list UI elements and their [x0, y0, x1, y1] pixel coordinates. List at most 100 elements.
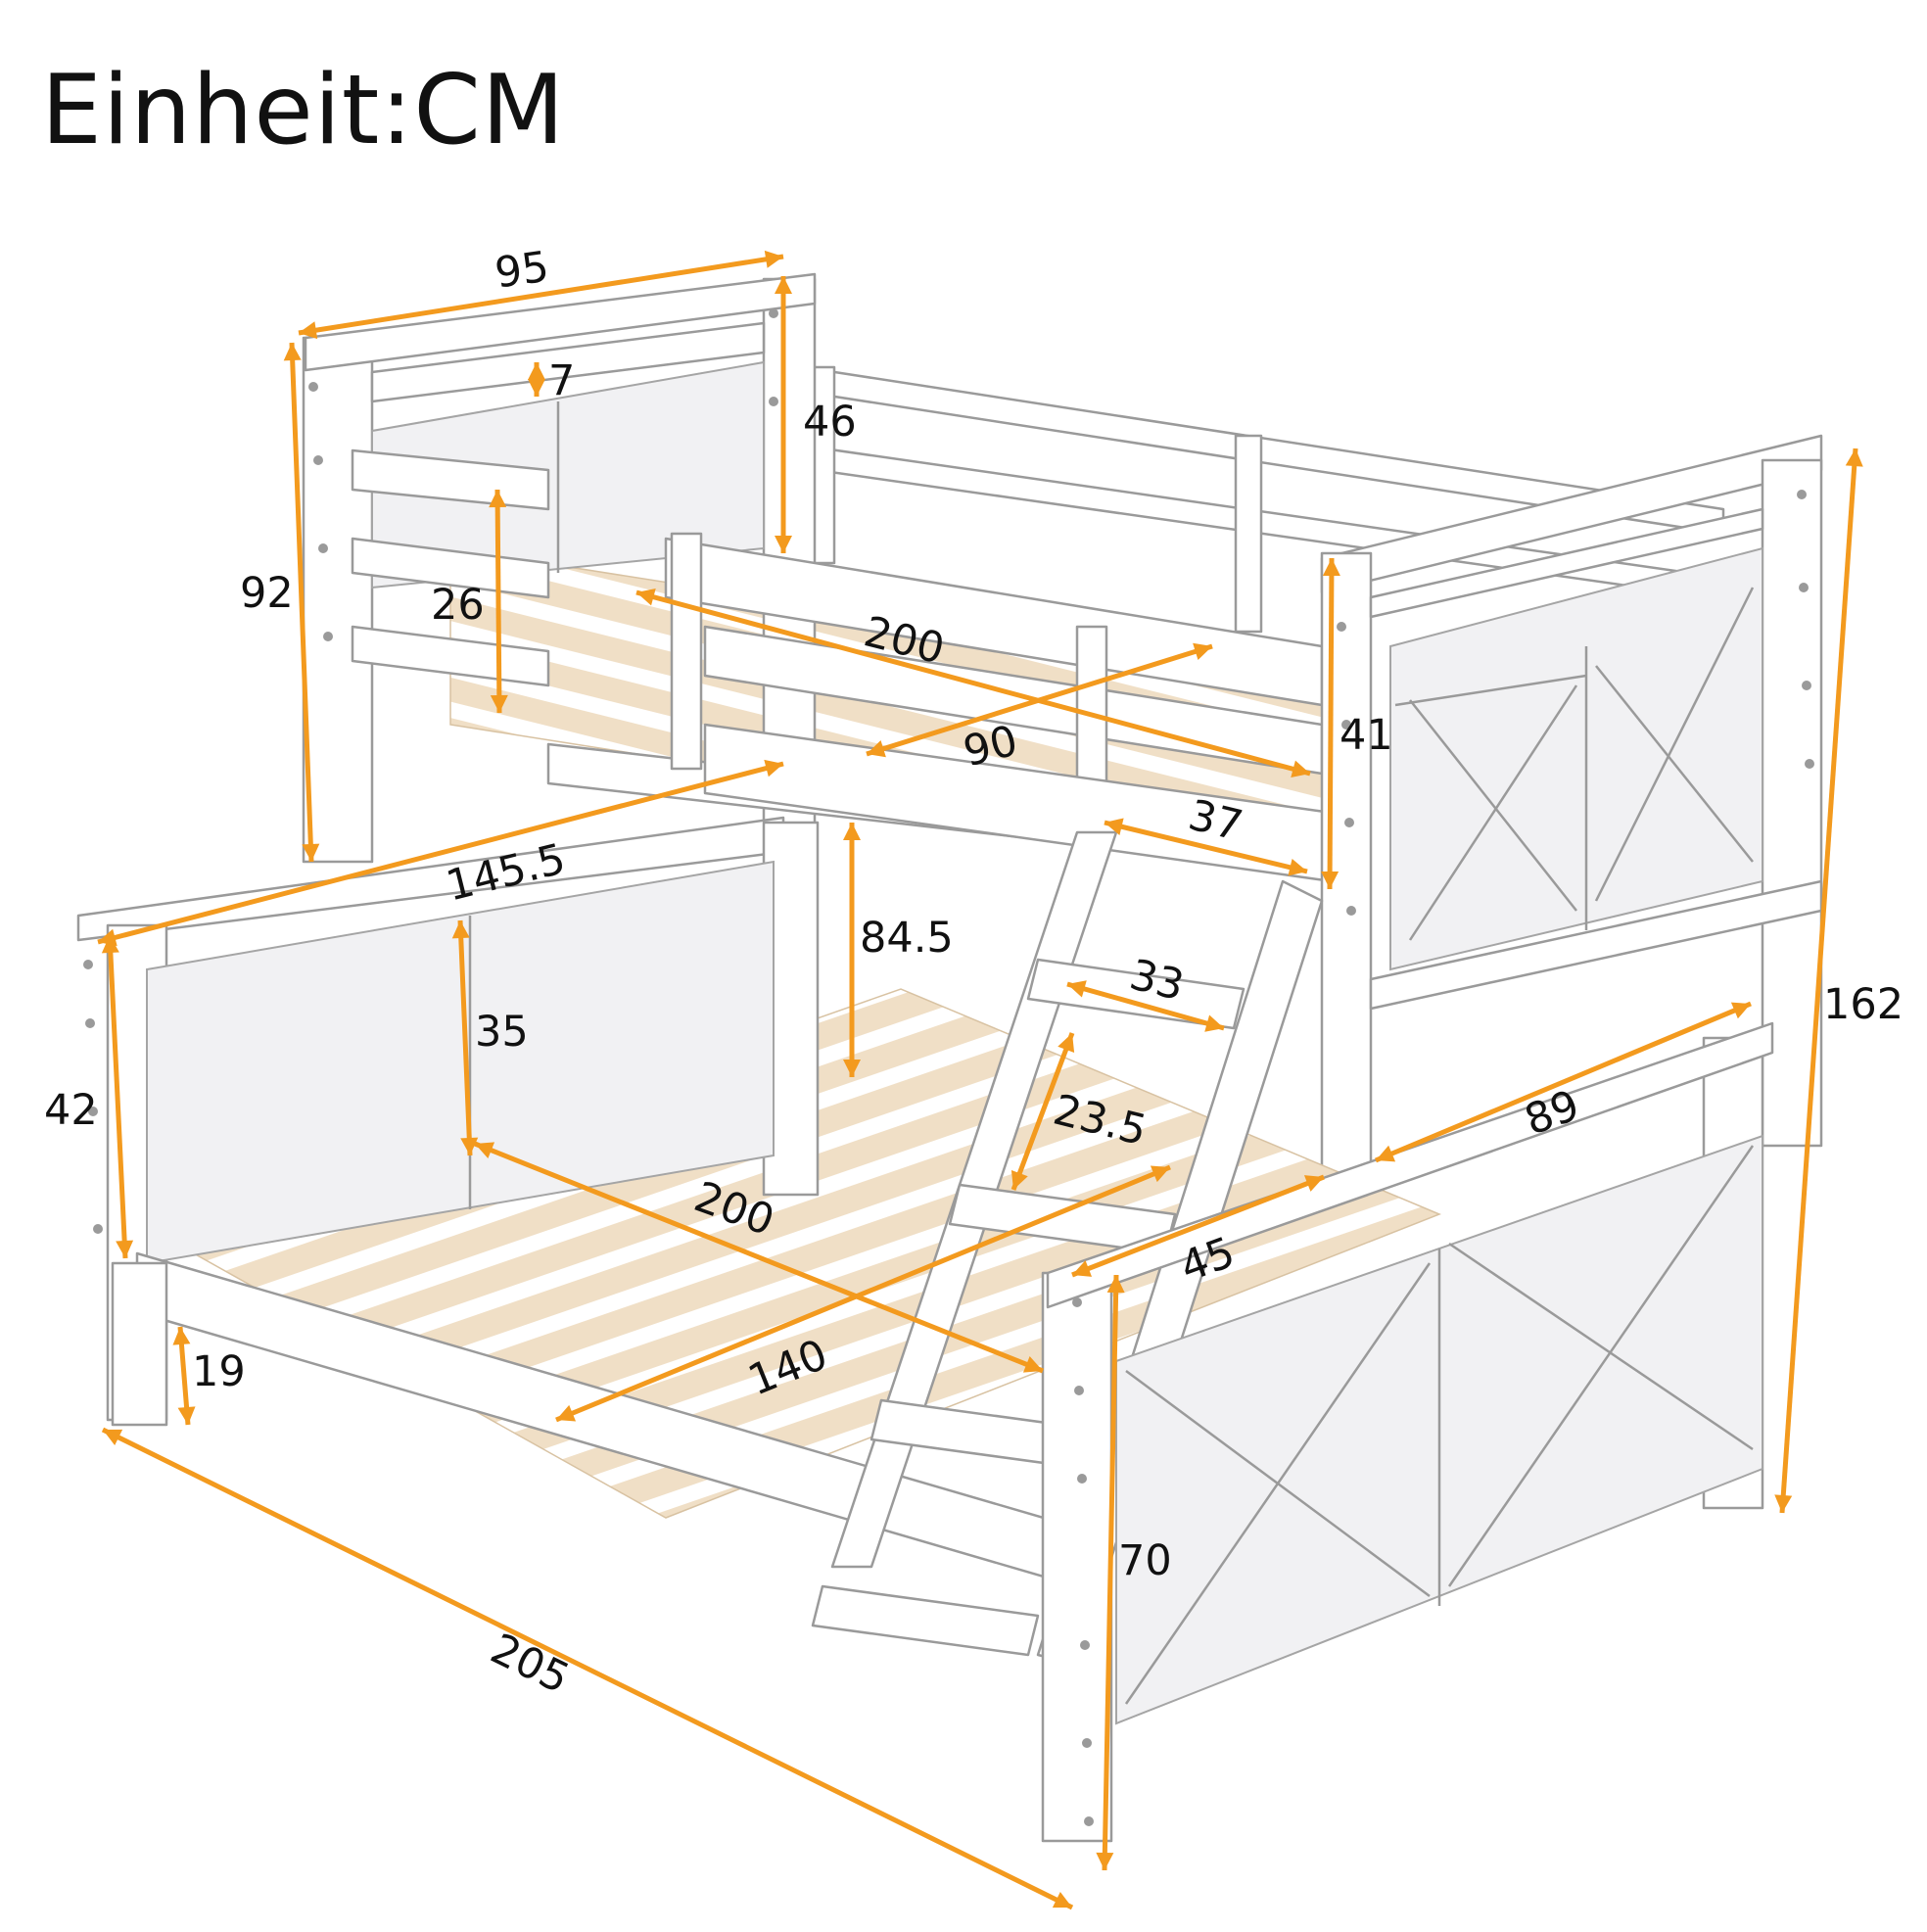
- dim-92: [283, 342, 320, 863]
- dim-35: [451, 919, 479, 1156]
- dim-7: [528, 362, 545, 397]
- label-19: 19: [192, 1347, 246, 1396]
- label-205: 205: [483, 1625, 577, 1704]
- arrow-head-end: [764, 759, 783, 778]
- arrow-line: [866, 643, 1213, 757]
- arrow-line: [107, 934, 128, 1259]
- arrow-head-end: [1022, 1355, 1043, 1373]
- label-46: 46: [803, 398, 857, 447]
- arrow-head-end: [490, 694, 508, 713]
- dimension-annotations: [97, 250, 1863, 1910]
- arrow-head-start: [283, 343, 302, 361]
- arrow-head-end: [1052, 1891, 1072, 1908]
- arrow-head-start: [556, 1404, 577, 1422]
- arrow-head-start: [528, 362, 545, 380]
- arrow-head-start: [775, 276, 792, 294]
- arrow-line: [97, 761, 784, 945]
- label-42: 42: [44, 1086, 98, 1135]
- arrow-head-start: [172, 1327, 191, 1345]
- arrow-head-start: [299, 321, 318, 340]
- arrow-head-end: [1321, 871, 1340, 889]
- arrow-line: [298, 254, 784, 336]
- dim-26: [489, 489, 508, 714]
- label-162: 162: [1823, 980, 1904, 1029]
- label-7: 7: [548, 356, 575, 405]
- dim-23-5: [1010, 1032, 1075, 1191]
- arrow-head-start: [1322, 558, 1340, 577]
- arrow-line: [1066, 981, 1225, 1031]
- arrow-line: [289, 342, 314, 863]
- dim-95: [298, 250, 784, 340]
- arrow-line: [101, 1427, 1074, 1910]
- dim-37: [1104, 818, 1308, 876]
- arrow-head-end: [1774, 1494, 1793, 1513]
- arrow-head-end: [1204, 1014, 1224, 1032]
- arrow-head-end: [1150, 1165, 1170, 1183]
- label-95: 95: [492, 243, 551, 299]
- arrow-line: [555, 1164, 1171, 1423]
- arrow-head-start: [1106, 1275, 1125, 1294]
- arrow-line: [635, 589, 1311, 777]
- unit-title: Einheit:CM: [41, 55, 566, 166]
- dim-45: [1071, 1174, 1325, 1278]
- arrow-head-start: [1376, 1145, 1396, 1162]
- label-35: 35: [475, 1008, 529, 1057]
- dim-46: [775, 276, 792, 553]
- arrow-line: [1779, 448, 1858, 1514]
- arrow-line: [1375, 1001, 1752, 1163]
- arrow-head-start: [1845, 448, 1863, 467]
- bunk-bed-illustration: [76, 272, 1823, 1843]
- arrow-head-start: [451, 920, 470, 939]
- dim-200-lower: [474, 1141, 1044, 1374]
- arrow-head-end: [843, 1060, 861, 1077]
- dim-89: [1375, 1001, 1752, 1163]
- arrow-head-end: [1096, 1852, 1114, 1870]
- dim-84-5: [843, 823, 861, 1077]
- arrow-head-end: [764, 250, 783, 268]
- arrow-head-end: [1730, 1002, 1751, 1019]
- dim-200-upper: [635, 588, 1311, 778]
- upper-footboard: [1320, 434, 1823, 1182]
- arrow-head-end: [116, 1240, 134, 1258]
- dim-162: [1774, 448, 1863, 1514]
- dim-140: [555, 1164, 1171, 1423]
- arrow-head-start: [1058, 1033, 1075, 1054]
- arrow-line: [457, 919, 473, 1156]
- arrow-head-start: [1072, 1260, 1093, 1277]
- arrow-head-end: [1303, 1175, 1324, 1192]
- label-92: 92: [240, 569, 294, 618]
- dim-90: [866, 642, 1213, 758]
- arrow-head-end: [528, 379, 545, 397]
- lower-headboard: [76, 816, 1079, 1588]
- upper-back-guard: [801, 365, 1725, 634]
- arrow-head-start: [1104, 818, 1124, 835]
- arrow-head-end: [1010, 1169, 1028, 1190]
- label-41: 41: [1340, 711, 1393, 760]
- label-84-5: 84.5: [860, 914, 954, 963]
- arrow-line: [1010, 1032, 1075, 1191]
- dim-19: [172, 1326, 196, 1426]
- dim-41: [1321, 557, 1340, 890]
- label-70: 70: [1118, 1536, 1172, 1585]
- arrow-head-start: [636, 588, 656, 606]
- arrow-head-start: [1067, 980, 1087, 998]
- arrow-head-end: [177, 1406, 196, 1425]
- arrow-head-end: [460, 1137, 479, 1155]
- dim-33: [1066, 980, 1225, 1032]
- label-26: 26: [431, 581, 485, 630]
- arrow-line: [494, 489, 502, 714]
- arrow-head-end: [1291, 760, 1310, 778]
- arrow-head-end: [302, 843, 320, 862]
- arrow-head-end: [1288, 859, 1307, 876]
- arrow-head-start: [867, 740, 886, 758]
- arrow-line: [474, 1141, 1044, 1374]
- screw-holes: [83, 308, 1814, 1826]
- dim-42: [101, 934, 134, 1259]
- dim-205: [101, 1427, 1074, 1910]
- arrow-head-end: [1193, 642, 1212, 660]
- arrow-head-start: [103, 1429, 123, 1446]
- arrow-head-end: [775, 536, 792, 553]
- arrow-line: [1102, 1274, 1119, 1871]
- arrow-head-start: [101, 935, 119, 954]
